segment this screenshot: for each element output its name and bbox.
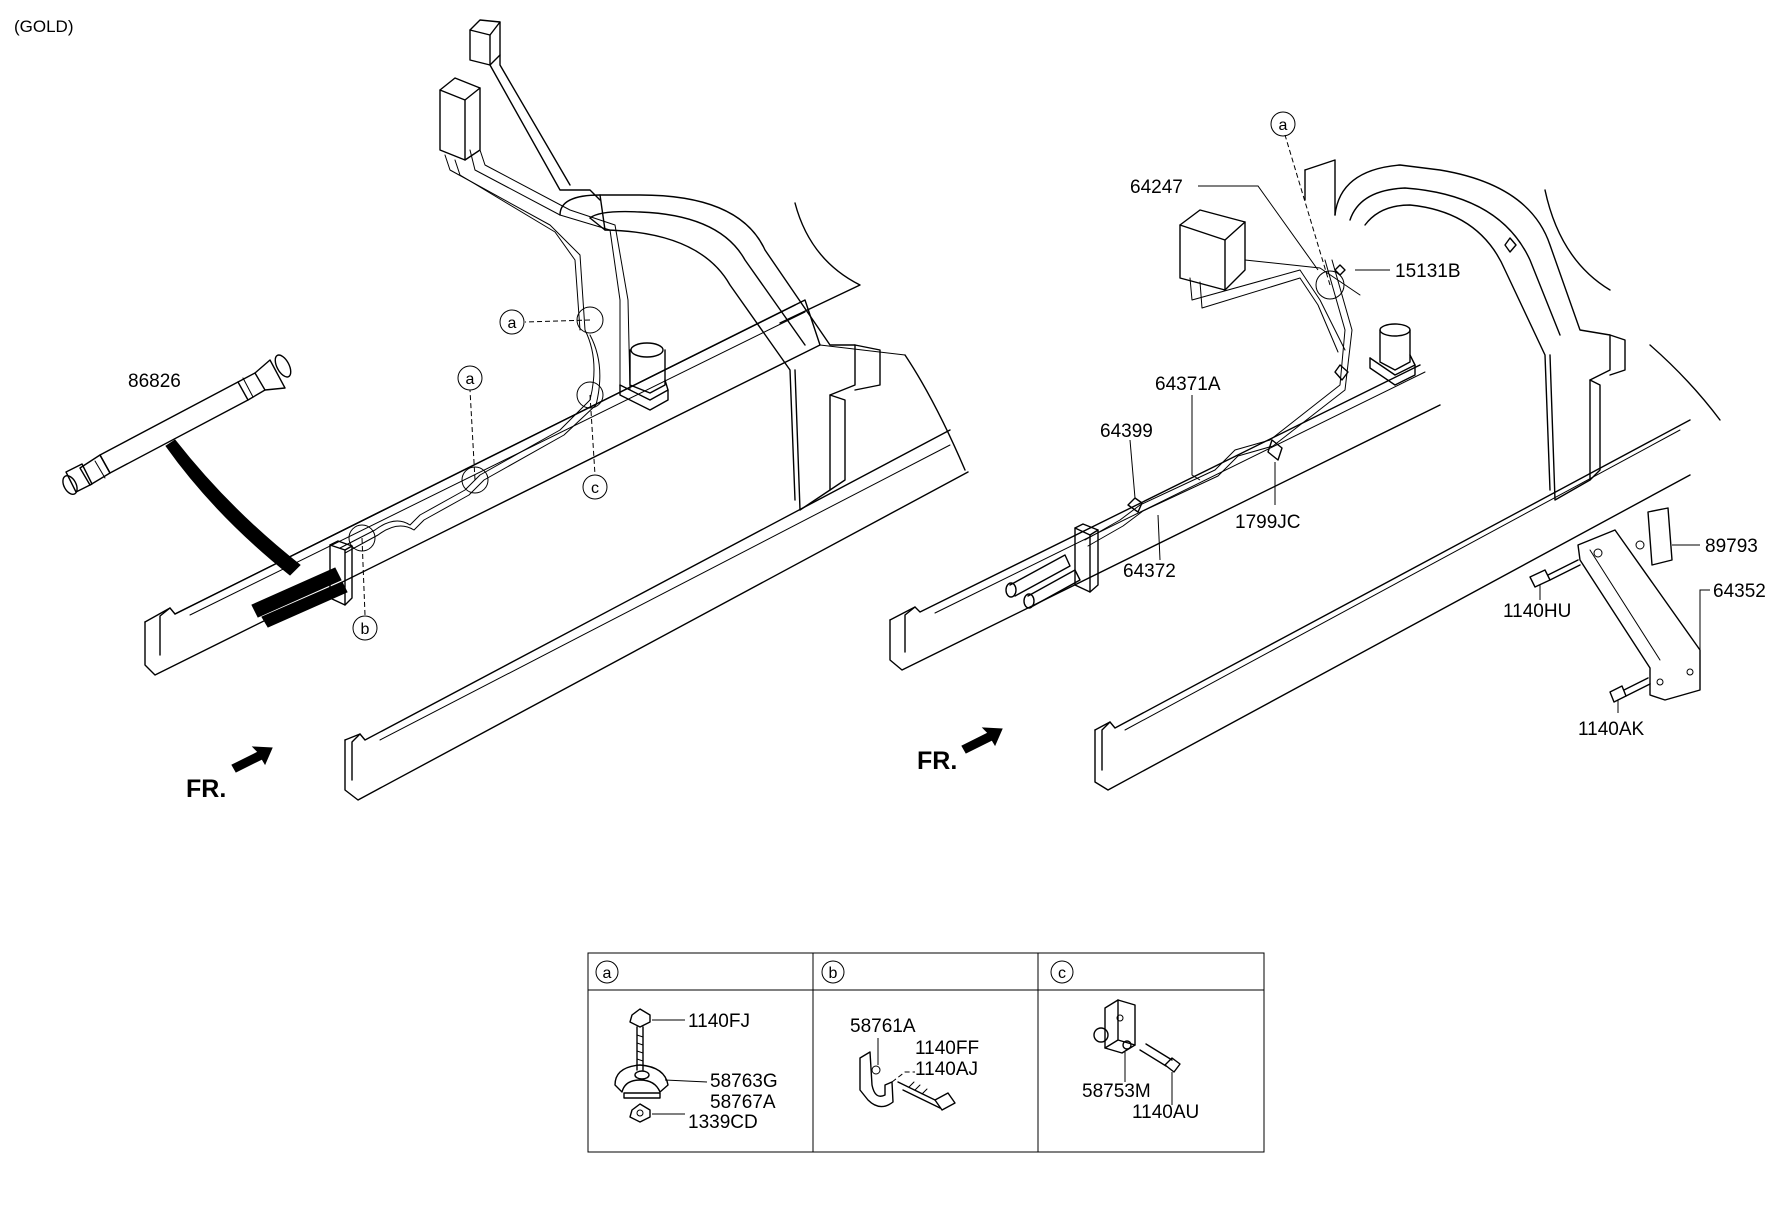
bolt-1140AK-icon: [1609, 677, 1651, 703]
detail-header-b: b: [821, 960, 845, 984]
right-frame-rail: [889, 364, 1441, 671]
plate-89793-part: [1647, 507, 1673, 566]
label-64399: 64399: [1100, 421, 1153, 442]
detail-b-parts: [859, 1038, 956, 1111]
left-hose-installed: [165, 439, 348, 628]
left-cross-member: [559, 194, 881, 511]
right-rail-bracket: [1074, 523, 1099, 593]
left-fr-label: FR.: [186, 775, 226, 803]
label-64247: 64247: [1130, 177, 1183, 198]
bolt-1140HU-icon: [1529, 559, 1581, 588]
variant-label: (GOLD): [14, 17, 74, 36]
right-valve-block: [1369, 323, 1416, 386]
svg-text:b: b: [361, 621, 370, 638]
left-callout-c-circle: [576, 381, 604, 409]
right-line-route: [1084, 259, 1353, 547]
label-64372: 64372: [1123, 561, 1176, 582]
svg-text:a: a: [466, 371, 475, 388]
right-body-contour: [1544, 189, 1611, 291]
left-callout-b-circle: [348, 524, 376, 552]
hose-86826-part: [62, 354, 292, 495]
right-view: a: [889, 111, 1766, 791]
left-ref-c-bubble: c: [582, 474, 608, 500]
clip-1799JC-icon: [1267, 439, 1283, 461]
svg-text:a: a: [1279, 117, 1288, 134]
pointer-wedge: [165, 439, 301, 576]
left-ref-b-bubble: b: [352, 615, 378, 641]
detail-a-label-58767A: 58767A: [710, 1092, 776, 1113]
left-callout-a-circle: [461, 466, 489, 494]
left-lower-rail: [344, 429, 969, 801]
left-front-arrow-icon: FR.: [186, 746, 273, 803]
left-upper-assembly: [439, 19, 631, 391]
detail-header-a: a: [595, 960, 619, 984]
label-1140AK: 1140AK: [1578, 719, 1645, 740]
label-64352: 64352: [1713, 581, 1766, 602]
detail-header-c: c: [1050, 960, 1074, 984]
right-lower-rail: [1094, 419, 1691, 791]
label-1799JC: 1799JC: [1235, 512, 1301, 533]
detail-a-label-1339CD: 1339CD: [688, 1112, 758, 1133]
clip-64399-icon: [1127, 497, 1143, 513]
detail-a-label-58763G: 58763G: [710, 1071, 778, 1092]
right-pipe-ends: [1005, 554, 1081, 609]
right-front-arrow-icon: FR.: [917, 727, 1003, 775]
left-body-contour-2: [904, 354, 966, 471]
label-86826: 86826: [128, 371, 181, 392]
left-frame-rail: [144, 299, 821, 676]
detail-b-label-58761A: 58761A: [850, 1016, 916, 1037]
detail-a-parts: [614, 1008, 708, 1123]
right-fr-label: FR.: [917, 747, 957, 775]
right-reservoir: [1179, 209, 1361, 353]
svg-text:a: a: [508, 315, 517, 332]
left-valve-block: [619, 342, 669, 411]
svg-text:b: b: [829, 965, 838, 982]
right-ref-a-bubble: a: [1270, 111, 1296, 137]
bracket-64352-part: [1577, 529, 1701, 701]
label-89793: 89793: [1705, 536, 1758, 557]
svg-text:c: c: [1058, 965, 1066, 982]
detail-c-parts: [1093, 999, 1181, 1105]
left-line-route: [339, 329, 601, 554]
detail-c-label-58753M: 58753M: [1082, 1081, 1151, 1102]
label-64371A: 64371A: [1155, 374, 1221, 395]
detail-table-frame: [587, 952, 1265, 1153]
right-cross-member: [1304, 159, 1626, 501]
left-body-contour: [779, 202, 861, 324]
detail-b-label-1140AJ: 1140AJ: [915, 1059, 978, 1080]
label-1140HU: 1140HU: [1503, 601, 1571, 622]
detail-table: a b c 1140FJ 58763G 58767A 1339CD: [587, 952, 1265, 1153]
svg-text:c: c: [591, 480, 599, 497]
left-view: a a c b 86826 FR.: [62, 19, 969, 803]
label-15131B: 15131B: [1395, 261, 1461, 282]
left-ref-a-bubble-2: a: [499, 309, 525, 335]
detail-a-label-1140FJ: 1140FJ: [688, 1011, 750, 1032]
detail-c-label-1140AU: 1140AU: [1132, 1102, 1199, 1123]
right-callout-a-circle: [1315, 270, 1345, 300]
left-ref-a-bubble-1: a: [457, 365, 483, 391]
svg-text:a: a: [603, 965, 612, 982]
detail-b-label-1140FF: 1140FF: [915, 1038, 979, 1059]
